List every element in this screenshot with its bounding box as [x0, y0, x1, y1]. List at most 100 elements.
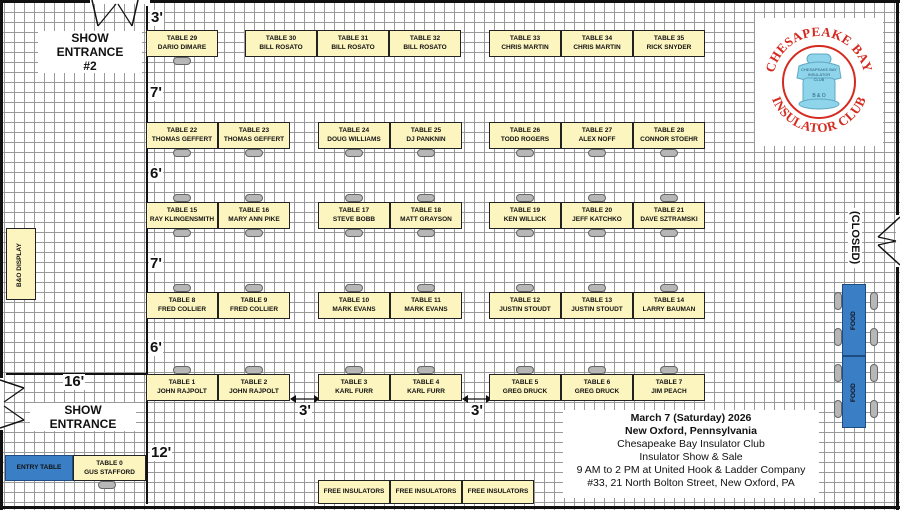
chair	[516, 284, 534, 292]
table-number: TABLE 9	[240, 297, 268, 304]
dim-entrance-width: 16'	[63, 373, 86, 390]
chair	[588, 284, 606, 292]
table-vendor: FRED COLLIER	[157, 306, 207, 313]
chair	[245, 229, 263, 237]
table-number: TABLE 19	[509, 207, 541, 214]
table-19: TABLE 19 KEN WILLICK	[489, 202, 561, 229]
chair	[870, 292, 878, 310]
chair	[660, 229, 678, 237]
chair	[417, 229, 435, 237]
dim-top-gap: 3'	[150, 9, 164, 26]
table-number: TABLE 23	[238, 127, 270, 134]
chair	[245, 284, 263, 292]
svg-text:B & O: B & O	[812, 93, 825, 99]
wall-bottom	[0, 506, 900, 509]
table-number: TABLE 4	[412, 379, 440, 386]
table-9: TABLE 9 FRED COLLIER	[218, 292, 290, 319]
table-number: TABLE 17	[338, 207, 370, 214]
chair	[245, 194, 263, 202]
chair	[834, 400, 842, 418]
dim-bottom-gap: 12'	[150, 444, 173, 461]
table-number: TABLE 30	[265, 35, 297, 42]
chair	[660, 194, 678, 202]
table-number: TABLE 21	[653, 207, 685, 214]
event-address: #33, 21 North Bolton Street, New Oxford,…	[587, 477, 795, 489]
food-table-1: FOOD	[842, 284, 866, 356]
chair	[588, 366, 606, 374]
event-info: March 7 (Saturday) 2026 New Oxford, Penn…	[563, 410, 819, 498]
door-left-icon	[0, 378, 25, 430]
table-vendor: MATT GRAYSON	[400, 216, 452, 223]
dim-row-gap-4: 6'	[149, 339, 163, 356]
chair	[345, 284, 363, 292]
table-number: TABLE 6	[583, 379, 611, 386]
chair	[870, 400, 878, 418]
table-vendor: JOHN RAJPOLT	[157, 388, 207, 395]
chair	[173, 194, 191, 202]
chair	[173, 229, 191, 237]
table-vendor: JOHN RAJPOLT	[229, 388, 279, 395]
chair	[417, 366, 435, 374]
table-number: TABLE 22	[166, 127, 198, 134]
chair	[588, 229, 606, 237]
table-vendor: JUSTIN STOUDT	[499, 306, 551, 313]
table-vendor: THOMAS GEFFERT	[151, 136, 213, 143]
table-vendor: KEN WILLICK	[503, 216, 547, 223]
chair	[516, 149, 534, 157]
table-vendor: MARK EVANS	[404, 306, 448, 313]
show-entrance-2-label: SHOW ENTRANCE #2	[38, 31, 142, 73]
event-date: March 7 (Saturday) 2026	[630, 412, 752, 424]
table-number: TABLE 26	[509, 127, 541, 134]
wall-top	[0, 0, 900, 3]
dimension-line-entrance	[6, 373, 146, 375]
chair	[173, 149, 191, 157]
table-6: TABLE 6 GREG DRUCK	[561, 374, 633, 401]
table-vendor: KARL FURR	[335, 388, 373, 395]
table-number: TABLE 18	[410, 207, 442, 214]
table-18: TABLE 18 MATT GRAYSON	[390, 202, 462, 229]
chair	[660, 284, 678, 292]
table-0-vendor: GUS STAFFORD	[84, 469, 135, 476]
chair	[516, 366, 534, 374]
table-vendor: FRED COLLIER	[229, 306, 279, 313]
table-number: TABLE 32	[409, 35, 441, 42]
table-vendor: MARK EVANS	[332, 306, 376, 313]
wall-left	[0, 0, 3, 510]
table-vendor: GREG DRUCK	[574, 388, 620, 395]
aisle-2-arrow-icon	[462, 395, 492, 403]
table-vendor: BILL ROSATO	[331, 44, 375, 51]
dim-row-gap-1: 7'	[149, 84, 163, 101]
table-number: TABLE 25	[410, 127, 442, 134]
event-club: Chesapeake Bay Insulator Club	[617, 438, 765, 450]
chair	[345, 194, 363, 202]
table-vendor: CHRIS MARTIN	[573, 44, 621, 51]
chair	[870, 364, 878, 382]
chair	[98, 481, 116, 489]
chair	[516, 229, 534, 237]
chair	[345, 149, 363, 157]
svg-text:CHESAPEAKE BAY: CHESAPEAKE BAY	[801, 67, 837, 72]
free-insulators-table-2: FREE INSULATORS	[390, 480, 462, 504]
